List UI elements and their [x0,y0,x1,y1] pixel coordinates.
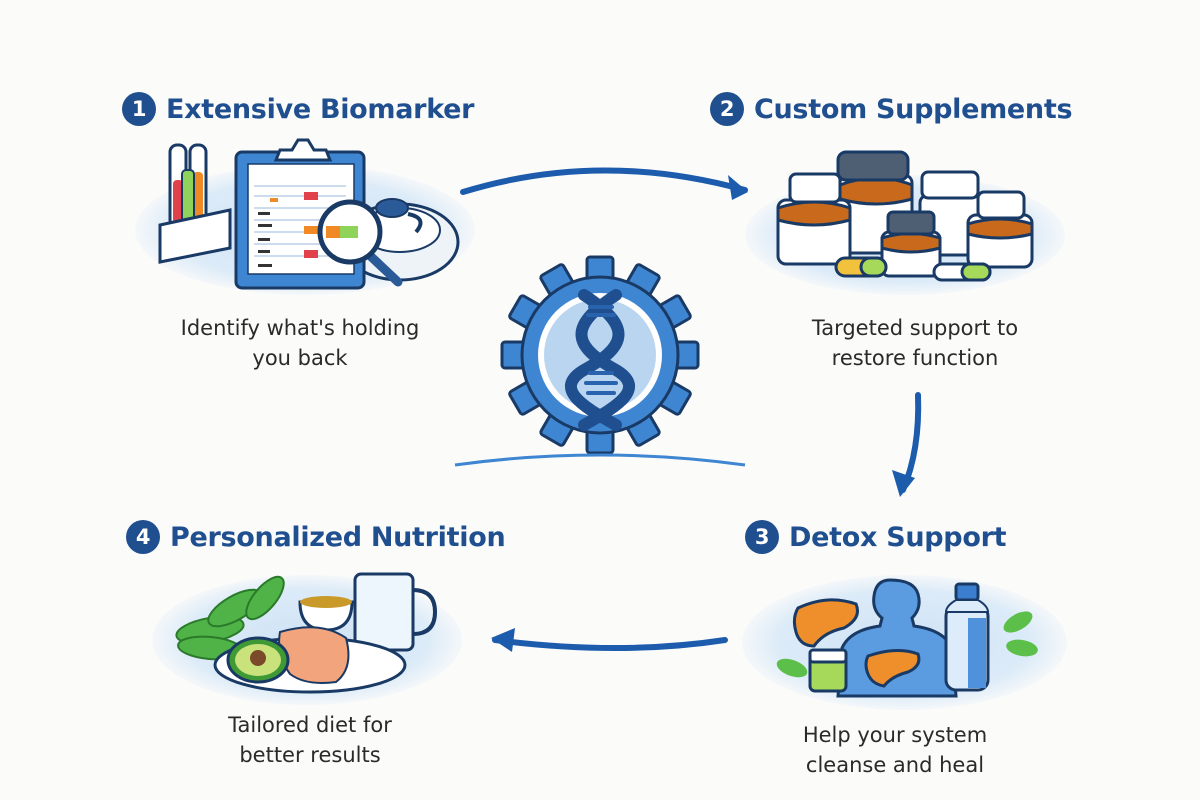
step-3-heading: 3 Detox Support [745,520,1007,554]
arrow-head-3-to-4 [491,628,515,652]
body-liver-water-icon [776,578,1038,698]
step-2-title: Custom Supplements [754,93,1073,125]
magnifying-glass-icon [317,199,403,287]
healthy-meal-icon [175,572,438,694]
step-1-caption: Identify what's holding you back [160,313,440,373]
arrow-1-to-2 [460,167,748,195]
arrow-head-2-to-3 [892,470,915,497]
step-2-caption-line1: Targeted support to [811,316,1019,340]
arrow-head-1-to-2 [728,175,748,200]
step-2-caption-line2: restore function [831,346,999,370]
step-1-caption-line2: you back [252,346,348,370]
step-4-caption-line2: better results [239,743,381,767]
step-3-badge: 3 [745,520,779,554]
liver-icon [864,649,921,688]
step-4-title: Personalized Nutrition [170,521,506,553]
step-4-caption: Tailored diet for better results [180,710,440,770]
leaf-icon [1006,639,1038,657]
step-3-title: Detox Support [789,521,1007,553]
supplement-bottles-icon [776,150,1034,282]
step-3-caption: Help your system cleanse and heal [760,720,1030,780]
arrow-3-to-4 [492,637,728,651]
step-4-badge: 4 [126,520,160,554]
leaf-icon [776,658,808,678]
step-1-badge: 1 [122,92,156,126]
step-4-heading: 4 Personalized Nutrition [126,520,506,554]
step-2-heading: 2 Custom Supplements [710,92,1073,126]
step-3-caption-line1: Help your system [802,723,988,747]
clipboard-lab-test-icon [158,138,460,290]
dna-helix-icon [565,289,635,431]
step-1-caption-line1: Identify what's holding [180,316,420,340]
leaf-icon [1003,611,1033,633]
dna-gear-icon [454,255,746,467]
test-tubes-icon [158,143,232,264]
step-1-heading: 1 Extensive Biomarker [122,92,474,126]
step-2-badge: 2 [710,92,744,126]
step-1-title: Extensive Biomarker [166,93,475,125]
avocado-icon [226,636,290,684]
step-3-caption-line2: cleanse and heal [805,753,985,777]
step-4-caption-line1: Tailored diet for [228,713,392,737]
step-2-caption: Targeted support to restore function [770,313,1060,373]
water-bottle-icon [944,582,990,692]
liver-icon [792,598,859,648]
base-line [454,453,746,467]
